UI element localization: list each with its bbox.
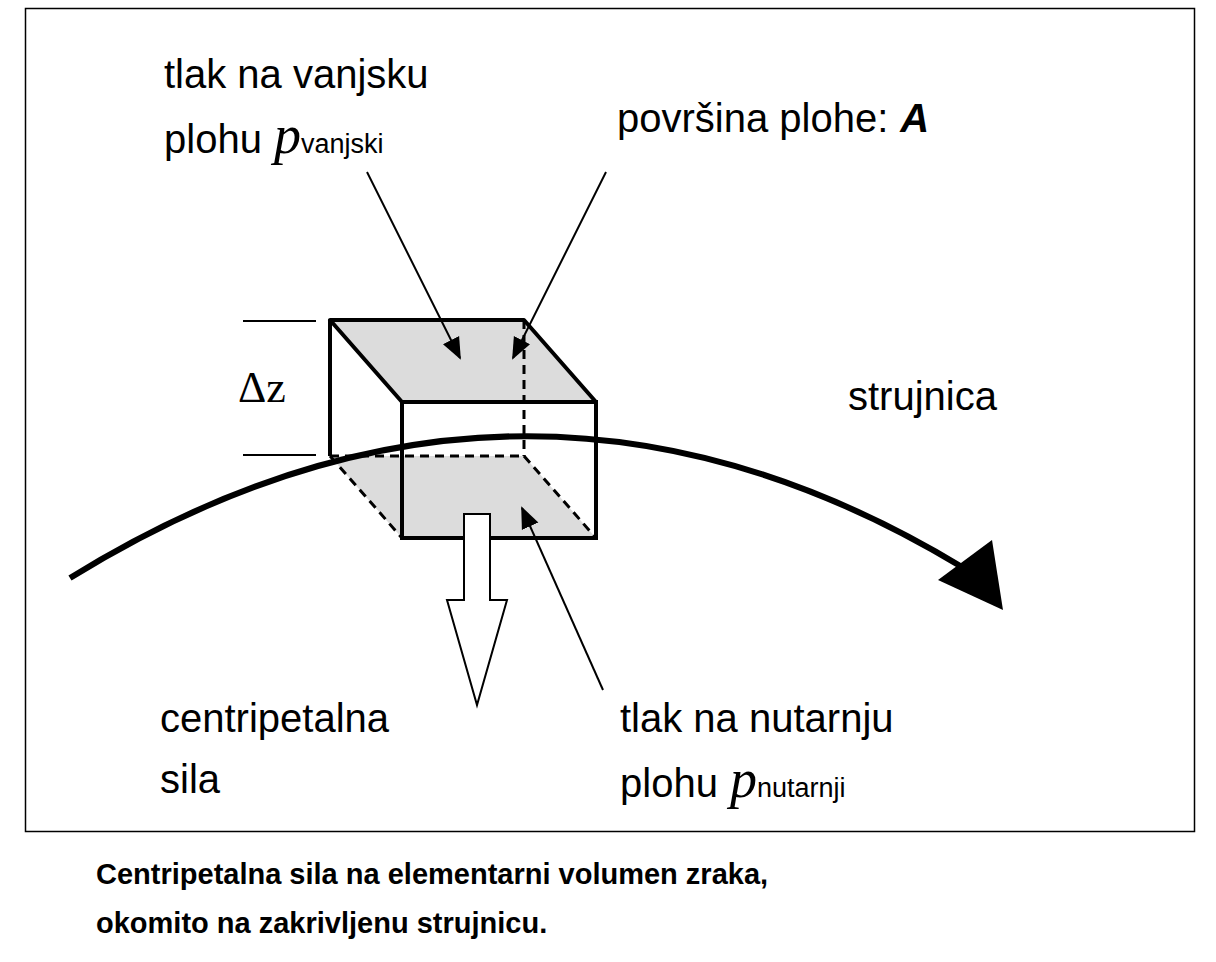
force-label: centripetalna sila <box>160 696 389 801</box>
label-group: tlak na vanjsku plohupvanjski <box>164 48 514 174</box>
area-symbol: A <box>900 96 929 140</box>
streamline <box>70 436 962 578</box>
dimension-label: Δz <box>238 363 286 412</box>
label-group: Centripetalna sila na elementarni volume… <box>96 852 776 950</box>
streamline-label: strujnica <box>848 374 997 418</box>
pressure-subscript: nutarnji <box>757 773 846 803</box>
leader-line <box>367 172 460 358</box>
hidden-edge <box>524 456 596 538</box>
cube-edge <box>328 320 332 456</box>
pressure-symbol: p <box>730 749 757 809</box>
caption: Centripetalna sila na elementarni volume… <box>96 858 768 939</box>
leader-line <box>522 508 603 690</box>
dimension-tick <box>243 454 316 456</box>
area-label: površina plohe: <box>617 96 888 140</box>
label-group: Δz <box>238 362 286 415</box>
label-group: površina plohe: A <box>617 94 929 142</box>
label-group: tlak na nutarnju plohupnutarnji <box>620 692 970 818</box>
dimension-tick <box>243 320 316 322</box>
frame <box>26 9 1195 832</box>
streamline-arrowhead <box>938 540 1003 610</box>
hidden-edge <box>330 456 402 538</box>
pressure-subscript: vanjski <box>301 129 384 159</box>
top-face <box>330 320 596 402</box>
leader-line <box>513 172 606 358</box>
label-group: centripetalna sila <box>160 692 420 814</box>
front-face <box>402 402 596 538</box>
label-group: strujnica <box>848 372 997 420</box>
centripetal-arrow <box>447 514 507 705</box>
pressure-symbol: p <box>274 105 301 165</box>
